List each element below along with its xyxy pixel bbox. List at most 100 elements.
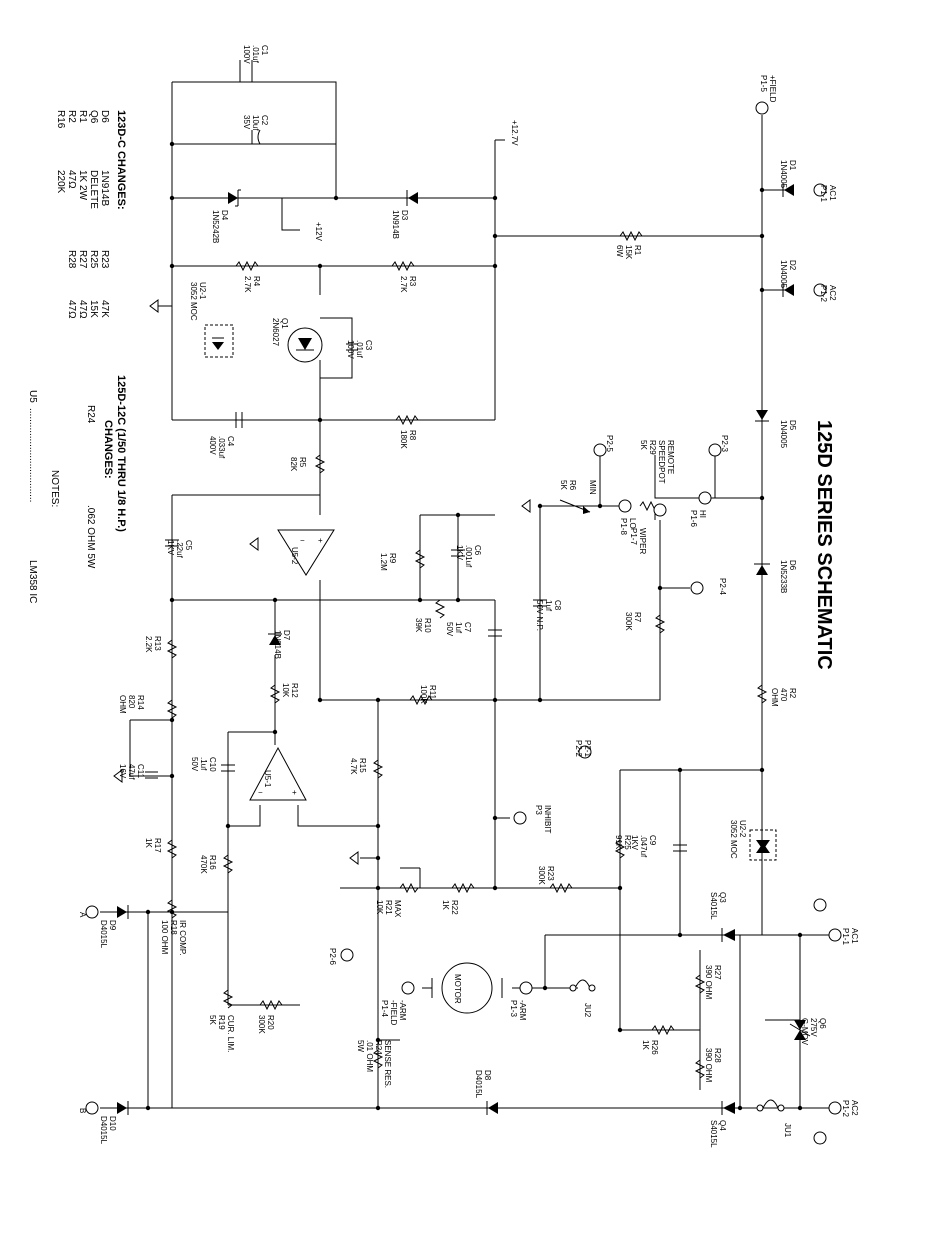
label-c3-3: 100V	[346, 340, 355, 359]
motor-symbol	[431, 962, 503, 1014]
label-r12-2: 10K	[281, 683, 290, 698]
svg-text:−: −	[300, 536, 305, 545]
changes-125d-part: R24	[85, 405, 96, 424]
label-r10-2: 39K	[414, 618, 423, 633]
label-c8-1: C8	[553, 600, 562, 611]
notes-value: LM358 IC	[27, 560, 38, 603]
label-d2-2: 1N4005	[779, 260, 788, 289]
label-c7-2: 1uf	[454, 622, 463, 634]
label-q6-3: G-MOV	[800, 1018, 809, 1046]
label-r19-2: R19	[217, 1015, 226, 1030]
label-d3-1: D3	[400, 210, 409, 221]
terminal-circles	[85, 101, 842, 1145]
label-p2-3-1: P2-3	[720, 435, 729, 452]
capacitor-c2-symbol	[251, 129, 261, 145]
label-r9-2: 1.2M	[379, 553, 388, 571]
diode-d1-d2-symbols	[782, 183, 794, 297]
label-c10-3: 50V	[190, 757, 199, 772]
label-c10-1: C10	[208, 757, 217, 772]
label-r12-1: R12	[290, 683, 299, 698]
label-r7-1: R7	[633, 612, 642, 623]
label-arm-field-1: -ARM	[398, 1000, 407, 1021]
label-r18-3: 100 OHM	[160, 920, 169, 955]
optocoupler-u2-2-symbol	[749, 829, 777, 861]
label-ju1-1: JU1	[783, 1123, 792, 1138]
capacitor-c6-symbol	[451, 549, 465, 557]
mov-q6-symbol	[789, 1020, 811, 1040]
label-c4-2: .033uf	[217, 436, 226, 459]
schematic-title: 125D SERIES SCHEMATIC	[813, 420, 835, 670]
diode-d7-symbol	[268, 633, 282, 645]
jumper-symbols	[569, 979, 785, 1112]
label-q4-1: Q4	[718, 1120, 727, 1131]
changes-row-2-col-4: R25	[88, 250, 99, 269]
label-r10-1: R10	[423, 618, 432, 633]
label-r13-2: 2.2K	[144, 636, 153, 653]
triac-q4-symbol	[721, 1101, 735, 1115]
label-field-2: P1-5	[759, 75, 768, 92]
label-r2-3: OHM	[770, 688, 779, 707]
label-r2-1: R2	[788, 688, 797, 699]
label-r13-1: R13	[153, 636, 162, 651]
label-c2-3: 35V	[242, 115, 251, 130]
label-ac2-top-1: AC2	[828, 285, 837, 301]
label-min-1: MIN	[588, 480, 597, 495]
label-c5-2: .22uf	[175, 540, 184, 559]
label-lo-2: P1-8	[619, 518, 628, 535]
label-p2-1-1: P2-1	[583, 740, 592, 757]
label-r15-2: 4.7K	[349, 758, 358, 775]
label-r7-2: 300K	[624, 612, 633, 631]
svg-text:+: +	[318, 536, 323, 545]
changes-row-1-col-1: D6	[99, 110, 110, 123]
label-ac2-top-2: P1-2	[819, 285, 828, 302]
label-u2-2-2: 3052 MOC	[729, 820, 738, 859]
label-d10-2: D4015L	[99, 1116, 108, 1145]
label-inhibit-1: INHIBIT	[543, 805, 552, 834]
label-ju2-1: JU2	[583, 1003, 592, 1018]
changes-row-1-col-4: R23	[99, 250, 110, 269]
label-r21-1: MAX	[393, 900, 402, 918]
changes-123dc-title: 123D-C CHANGES:	[115, 110, 127, 210]
label-r21-3: 10K	[375, 900, 384, 915]
label-r14-3: OHM	[118, 695, 127, 714]
changes-row-3-col-4: R27	[77, 250, 88, 269]
label-d7-2: 1N914B	[273, 630, 282, 659]
label-r18-2: R18	[169, 920, 178, 935]
label-arm-field-2: -FIELD	[389, 1000, 398, 1026]
label-r17-2: 1K	[144, 838, 153, 848]
label-r4-2: 2.7K	[243, 276, 252, 293]
changes-row-3-col-1: R1	[77, 110, 88, 123]
label-d6-1: D6	[788, 560, 797, 571]
label-q3-1: Q3	[718, 892, 727, 903]
label-r5-2: 82K	[289, 457, 298, 472]
label-motor-1: MOTOR	[453, 974, 462, 1004]
changes-row-2-col-1: Q6	[88, 110, 99, 124]
label-c11-3: 16V	[118, 764, 127, 779]
label-c11-1: C11	[136, 764, 145, 779]
ground-symbols	[113, 299, 531, 865]
label-arm-field-3: P1-4	[380, 1000, 389, 1017]
label-r22-1: R22	[450, 900, 459, 915]
changes-row-2-col-2: DELETE	[88, 170, 99, 209]
label-c1-1: C1	[260, 45, 269, 56]
label-c6-3: 1KV	[455, 545, 464, 561]
label-d10-1: D10	[108, 1116, 117, 1131]
label-c6-1: C6	[473, 545, 482, 556]
label-r8-2: 180K	[399, 430, 408, 449]
label-wiper-2: P1-7	[629, 528, 638, 545]
capacitor-c9-symbol	[673, 844, 687, 852]
label-r9-1: R9	[388, 553, 397, 564]
label-p2-1-2: P2-2	[574, 740, 583, 757]
label-r15-1: R15	[358, 758, 367, 773]
label-c6-2: .001uf	[464, 545, 473, 568]
label-d5-2: 1N4005	[779, 420, 788, 449]
opamp-u5-1-symbol: − +	[249, 746, 307, 801]
label-c7-1: C7	[463, 622, 472, 633]
label-r6-2: 5K	[559, 480, 568, 490]
label-d6-2: 1N5233B	[779, 560, 788, 593]
label-r20-1: R20	[266, 1015, 275, 1030]
capacitor-c3-symbol	[346, 343, 358, 351]
